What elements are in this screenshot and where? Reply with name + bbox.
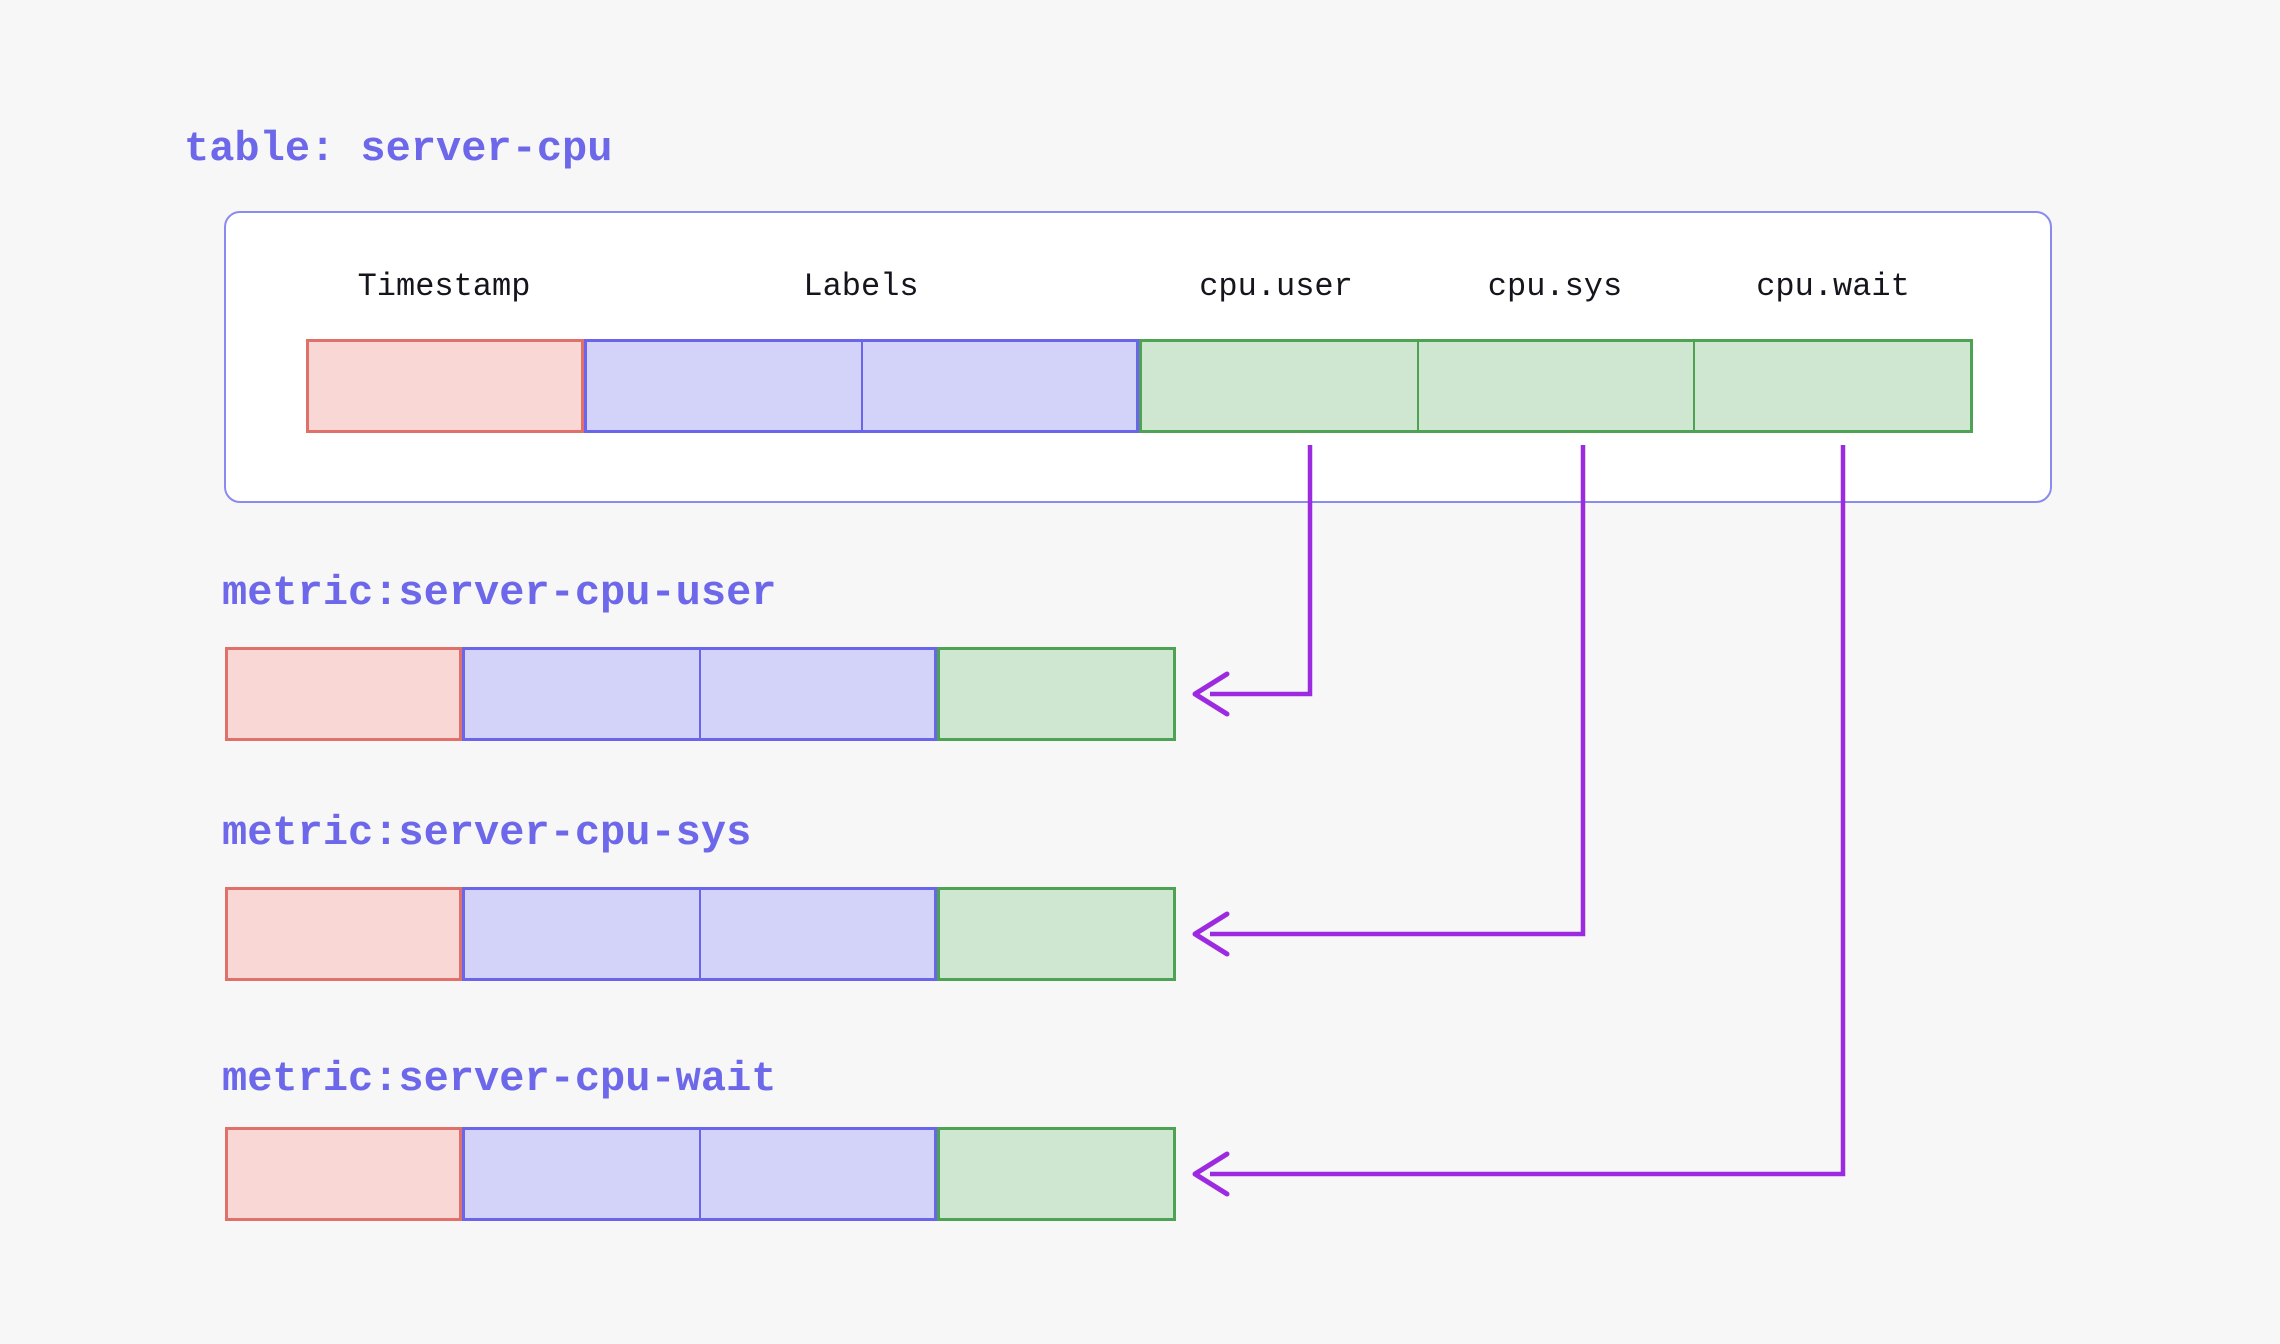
table-title: table: server-cpu [184,125,613,173]
value-cell [940,650,1173,738]
metric-row-server-cpu-wait [225,1127,1176,1221]
timestamp-cell [228,650,459,738]
column-header-cpu-sys: cpu.sys [1487,268,1623,305]
column-header-cpu-wait: cpu.wait [1756,268,1910,305]
cpu-user-cell [1142,342,1417,430]
timestamp-cell [228,890,459,978]
table-labels-cells [584,339,1139,433]
metric-title-server-cpu-wait: metric:server-cpu-wait [222,1055,777,1103]
cpu-wait-cell [1693,342,1970,430]
table-timestamp-cell [306,339,584,433]
labels-cell [860,342,1137,430]
timestamp-cell [228,1130,459,1218]
value-cell [940,890,1173,978]
metric-value-cell [937,887,1176,981]
metric-title-server-cpu-user: metric:server-cpu-user [222,569,777,617]
metric-value-cell [937,647,1176,741]
column-header-timestamp: Timestamp [357,268,531,305]
table-field-cells [1139,339,1973,433]
cpu-sys-cell [1416,342,1694,430]
metric-labels-cells [462,887,937,981]
labels-cell [698,650,935,738]
metric-timestamp-cell [225,1127,462,1221]
timestamp-cell [309,342,581,430]
metric-row-server-cpu-user [225,647,1176,741]
labels-cell [465,1130,699,1218]
labels-cell [698,1130,935,1218]
metric-labels-cells [462,1127,937,1221]
metric-title-server-cpu-sys: metric:server-cpu-sys [222,809,752,857]
table-storage-row [306,339,1973,433]
metric-row-server-cpu-sys [225,887,1176,981]
metric-timestamp-cell [225,647,462,741]
arrow-cpu-wait-to-metric [1192,445,1846,1197]
metric-labels-cells [462,647,937,741]
arrow-cpu-sys-to-metric [1192,445,1586,957]
column-header-cpu-user: cpu.user [1199,268,1353,305]
labels-cell [587,342,861,430]
labels-cell [698,890,935,978]
column-header-labels: Labels [803,268,919,305]
value-cell [940,1130,1173,1218]
labels-cell [465,650,699,738]
metric-timestamp-cell [225,887,462,981]
metric-value-cell [937,1127,1176,1221]
labels-cell [465,890,699,978]
